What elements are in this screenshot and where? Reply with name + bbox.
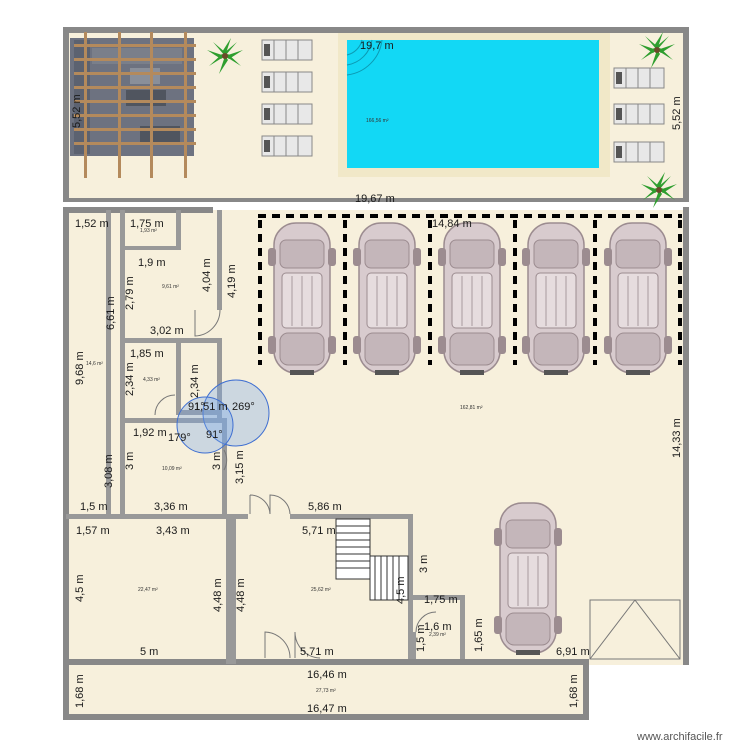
watermark: www.archifacile.fr	[636, 731, 723, 743]
dim-label: 5,52 m	[71, 94, 83, 128]
dim-label: 3,08 m	[103, 454, 115, 488]
dim-label: 2,79 m	[124, 276, 136, 310]
area-label: 14,6 m²	[86, 361, 103, 367]
dimension-labels: 5,52 m 19,7 m 5,52 m 19,67 m 1,52 m 1,75…	[71, 40, 683, 715]
angle-label: 91°	[206, 429, 223, 441]
area-label: 4,33 m²	[143, 377, 160, 383]
dim-label: 1,6 m	[424, 621, 452, 633]
dim-label: 5,86 m	[308, 501, 342, 513]
dim-label: 2,34 m	[189, 364, 201, 398]
area-label: 10,09 m²	[162, 466, 182, 472]
area-label: 25,62 m²	[311, 587, 331, 593]
area-label: 2,39 m²	[429, 632, 446, 638]
dim-label: 5,71 m	[300, 646, 334, 658]
swimming-pool	[338, 33, 610, 177]
dim-label: 3,43 m	[156, 525, 190, 537]
dim-label: 3 m	[124, 452, 136, 470]
dim-label: 6,61 m	[105, 296, 117, 330]
dim-label: 4,04 m	[201, 258, 213, 292]
dim-label: 1,52 m	[75, 218, 109, 230]
angle-label: 91°	[188, 401, 205, 413]
dim-label: 19,67 m	[355, 193, 395, 205]
dim-label: 1,5 m	[415, 624, 427, 652]
dim-label: 9,68 m	[74, 351, 86, 385]
dim-label: 4,19 m	[226, 264, 238, 298]
dim-label: 1,85 m	[130, 348, 164, 360]
dim-label: 4,48 m	[212, 578, 224, 612]
dim-label: 2,34 m	[124, 362, 136, 396]
dim-label: 1,75 m	[130, 218, 164, 230]
dim-label: 4,5 m	[395, 576, 407, 604]
dim-label: 1,68 m	[74, 674, 86, 708]
dim-label: 4,48 m	[235, 578, 247, 612]
dim-label: 16,46 m	[307, 669, 347, 681]
dim-label: 5,52 m	[671, 96, 683, 130]
dim-label: 19,7 m	[360, 40, 394, 52]
dim-label: 16,47 m	[307, 703, 347, 715]
dim-label: 1,9 m	[138, 257, 166, 269]
dim-label: 3 m	[211, 452, 223, 470]
dim-label: 3,36 m	[154, 501, 188, 513]
area-labels: 166,56 m² 1,93 m² 9,61 m² 14,6 m² 4,33 m…	[86, 118, 483, 694]
parking-lines	[258, 214, 682, 365]
area-label: 1,93 m²	[140, 228, 157, 234]
dim-label: 1,5 m	[80, 501, 108, 513]
dim-label: 1,75 m	[424, 594, 458, 606]
dim-label: 1,92 m	[133, 427, 167, 439]
angle-label: 269°	[232, 401, 255, 413]
dim-label: 5,71 m	[302, 525, 336, 537]
dim-label: 1,68 m	[568, 674, 580, 708]
dim-label: 14,84 m	[432, 218, 472, 230]
area-label: 162,81 m²	[460, 405, 483, 411]
interior-walls	[66, 210, 465, 664]
angle-markers	[176, 379, 270, 454]
dim-label: 3,15 m	[234, 450, 246, 484]
area-label: 9,61 m²	[162, 284, 179, 290]
dim-label: 4,5 m	[74, 574, 86, 602]
angle-labels: 91° 269° 179° 91°	[168, 401, 255, 444]
garage-door	[589, 599, 681, 660]
area-label: 22,47 m²	[138, 587, 158, 593]
dim-label: 1,57 m	[76, 525, 110, 537]
dim-label: 5 m	[140, 646, 158, 658]
dim-label: 3,02 m	[150, 325, 184, 337]
dim-label: 3 m	[418, 555, 430, 573]
staircase-icon	[335, 518, 409, 601]
pergola	[70, 32, 196, 178]
dim-label: 6,91 m	[556, 646, 590, 658]
angle-label: 179°	[168, 432, 191, 444]
door-swings	[154, 309, 437, 659]
bottom-room-floor	[66, 665, 586, 715]
dim-label: 14,33 m	[671, 418, 683, 458]
exterior-walls	[63, 27, 689, 720]
dim-label: 1,51 m	[194, 401, 228, 413]
area-label: 27,73 m²	[316, 688, 336, 694]
area-label: 166,56 m²	[366, 118, 389, 124]
dim-label: 1,65 m	[473, 618, 485, 652]
